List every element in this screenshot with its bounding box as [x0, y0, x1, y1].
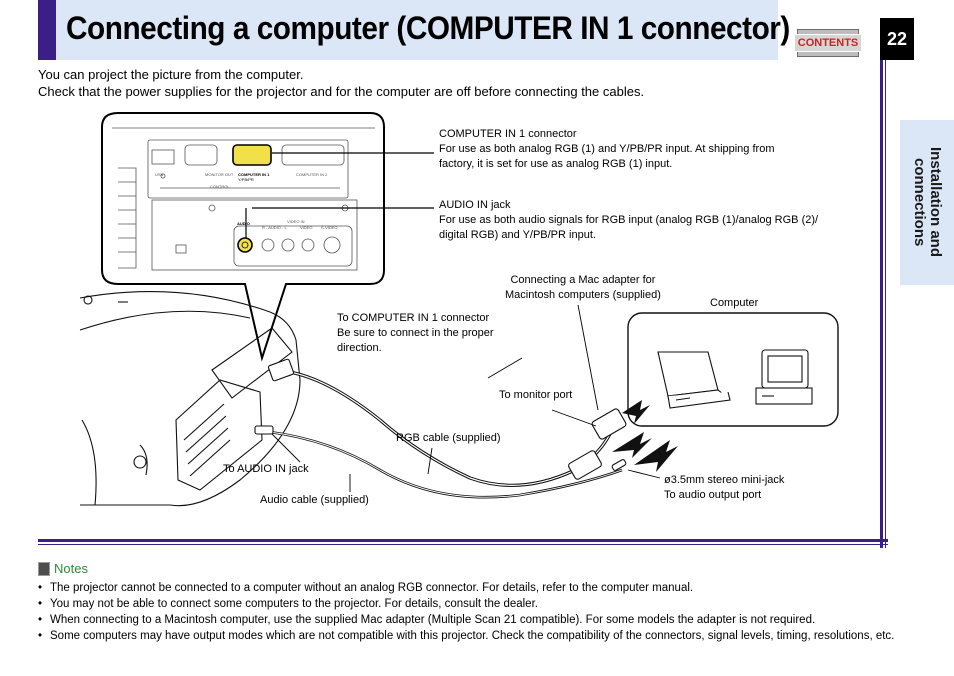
rgb-cable-label: RGB cable (supplied)	[396, 432, 501, 444]
note-item: Some computers may have output modes whi…	[38, 628, 898, 644]
note-item: When connecting to a Macintosh computer,…	[38, 612, 898, 628]
title-bar	[38, 0, 778, 60]
to-monitor-port-label: To monitor port	[499, 389, 573, 401]
contents-button-label: CONTENTS	[793, 34, 863, 52]
computer-in-desc-2: factory, it is set for use as analog RGB…	[439, 158, 673, 170]
audio-in-desc-1: For use as both audio signals for RGB in…	[439, 214, 819, 226]
computer-label: Computer	[710, 297, 759, 309]
to-audio-in-label: To AUDIO IN jack	[223, 463, 309, 475]
notes-icon	[38, 561, 50, 576]
panel-usb-label: USB	[155, 172, 164, 177]
intro-line-1: You can project the picture from the com…	[38, 67, 304, 82]
cable-plugs	[254, 358, 627, 480]
side-rule	[880, 60, 886, 548]
panel-audio-label: AUDIO	[237, 221, 250, 226]
to-computer-in-line-2: Be sure to connect in the proper	[337, 327, 494, 339]
audio-in-callout: AUDIO IN jack For use as both audio sign…	[439, 198, 818, 243]
panel-computer-in2-label: COMPUTER IN 2	[296, 172, 328, 177]
rear-panel-illustration	[112, 127, 375, 271]
to-computer-in-line-3: direction.	[337, 342, 382, 354]
direction-arrows	[612, 400, 678, 472]
panel-video-in-label: VIDEO IN	[287, 219, 305, 224]
stereo-jack-line-2: To audio output port	[664, 489, 762, 501]
computer-in-callout: COMPUTER IN 1 connector For use as both …	[439, 127, 774, 172]
to-computer-in-label: To COMPUTER IN 1 connector Be sure to co…	[337, 311, 494, 356]
title-accent-bar	[38, 0, 56, 60]
panel-ypbpr-label: Y/PB/PR	[238, 177, 254, 182]
panel-video-label: VIDEO	[300, 225, 313, 230]
intro-text: You can project the picture from the com…	[38, 66, 644, 100]
section-divider	[38, 539, 888, 545]
notes-heading: Notes	[38, 561, 88, 576]
panel-s-video-label: S-VIDEO	[321, 225, 338, 230]
section-tab-label: Installation and connections	[911, 147, 944, 258]
projector-illustration	[79, 290, 301, 507]
panel-computer-in1-label: COMPUTER IN 1	[238, 172, 270, 177]
computer-in-title: COMPUTER IN 1 connector	[439, 128, 577, 140]
section-tab[interactable]: Installation and connections	[900, 120, 954, 285]
notes-heading-label: Notes	[54, 561, 88, 576]
panel-control-label: CONTROL	[210, 184, 230, 189]
audio-in-desc-2: digital RGB) and Y/PB/PR input.	[439, 229, 596, 241]
laptop-illustration	[657, 351, 731, 409]
computer-in-desc-1: For use as both analog RGB (1) and Y/PB/…	[439, 143, 775, 155]
mac-adapter-label: Connecting a Mac adapter for Macintosh c…	[505, 273, 661, 303]
note-item: You may not be able to connect some comp…	[38, 596, 898, 612]
mac-adapter-line-1: Connecting a Mac adapter for	[510, 274, 656, 286]
desktop-illustration	[755, 349, 813, 405]
panel-monitor-out-label: MONITOR OUT	[205, 172, 234, 177]
computer-box	[627, 312, 839, 427]
page-number: 22	[880, 18, 914, 60]
stereo-jack-label: ø3.5mm stereo mini-jack To audio output …	[664, 473, 784, 503]
panel-r-audio-l-label: R - AUDIO - L	[262, 225, 287, 230]
panel-callout	[101, 112, 385, 362]
notes-list: The projector cannot be connected to a c…	[38, 580, 898, 644]
to-computer-in-line-1: To COMPUTER IN 1 connector	[337, 312, 490, 324]
page-title: Connecting a computer (COMPUTER IN 1 con…	[66, 10, 790, 46]
audio-in-title: AUDIO IN jack	[439, 199, 511, 211]
note-item: The projector cannot be connected to a c…	[38, 580, 898, 596]
audio-cable-label: Audio cable (supplied)	[260, 494, 369, 506]
contents-button[interactable]: CONTENTS	[793, 29, 863, 57]
mac-adapter-line-2: Macintosh computers (supplied)	[505, 289, 661, 301]
intro-line-2: Check that the power supplies for the pr…	[38, 84, 645, 99]
stereo-jack-line-1: ø3.5mm stereo mini-jack	[664, 474, 785, 486]
